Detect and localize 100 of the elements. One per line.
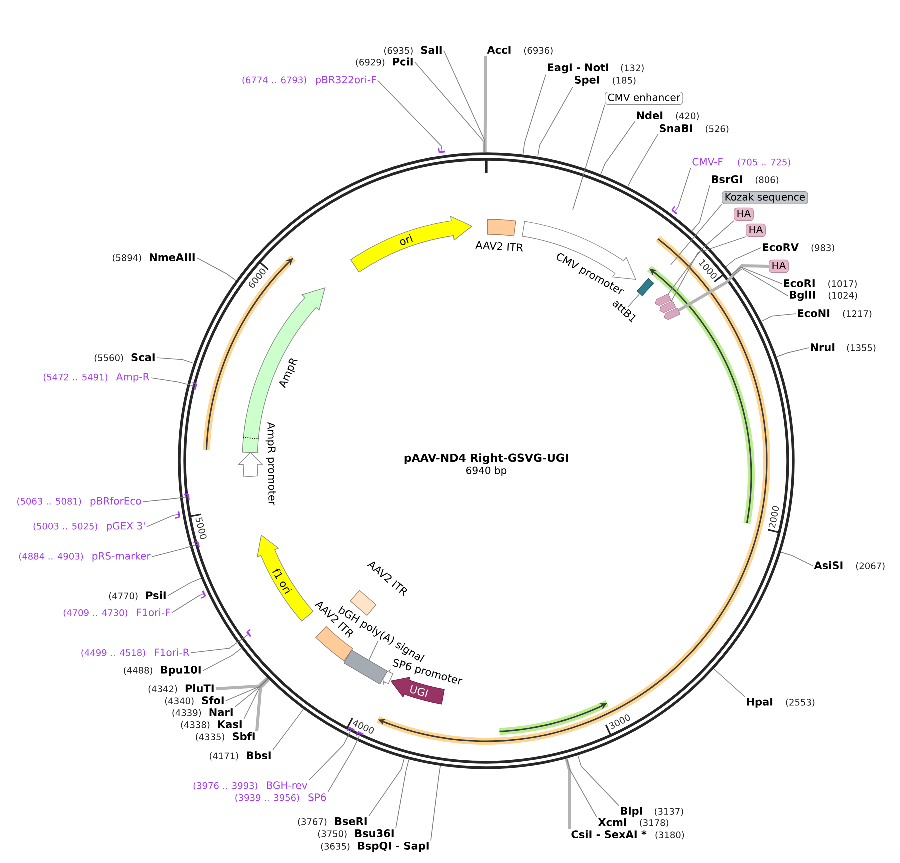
leader-line	[256, 678, 270, 732]
cut-site-label: (4340) SfoI	[165, 696, 224, 706]
leader-line	[678, 264, 770, 312]
cut-site-label: (3750) Bsu36I	[318, 830, 394, 838]
cut-site-label: BlpI (3137)	[621, 806, 684, 818]
directional-feature: ori	[350, 216, 472, 273]
leader-line	[726, 248, 762, 268]
primer-label: (5472 .. 5491) Amp-R	[44, 373, 150, 383]
primer-label: (6774 .. 6793) pBR322ori-F	[242, 76, 376, 86]
primer-label: (4884 .. 4903) pRS-marker	[19, 552, 151, 562]
leader-line	[308, 730, 352, 781]
primer-mark	[672, 206, 678, 215]
cut-site-label: XcmI (3178)	[598, 818, 668, 828]
primer-label: (4499 .. 4518) F1ori-R	[82, 648, 190, 658]
cut-site-label: (6929) PciI	[356, 58, 413, 67]
cut-site-label: (4488) Bpu10I	[124, 666, 201, 676]
tick-label: 4000	[352, 720, 374, 734]
cut-site-label: (4171) BbsI	[210, 751, 271, 761]
leader-line	[776, 348, 810, 358]
feature-tag: HA	[746, 224, 766, 238]
cut-site-label: SnaBI (526)	[660, 124, 729, 134]
primer-mark	[201, 590, 206, 599]
cut-site-label: EagI - NotI (132)	[548, 64, 644, 74]
leader-line	[670, 204, 722, 266]
directional-feature	[655, 294, 672, 306]
cut-site-label: HpaI (2553)	[747, 698, 815, 708]
leader-line	[368, 758, 405, 817]
leader-line	[146, 514, 178, 528]
feature-label: AmpR promoter	[266, 422, 276, 506]
leader-line	[761, 314, 796, 322]
leader-line	[692, 185, 710, 232]
leader-line	[226, 678, 268, 702]
leader-line	[628, 294, 640, 308]
primer-mark	[192, 382, 198, 390]
leader-line	[396, 759, 410, 829]
cut-site-label: EcoRI (1017)	[784, 280, 857, 288]
cut-site-label: BglII (1024)	[790, 290, 858, 302]
cut-site-label: NdeI (420)	[637, 111, 699, 121]
leader-line	[150, 378, 196, 387]
leader-line	[378, 80, 443, 152]
leader-line	[674, 168, 692, 212]
cut-site-label: EcoRV (983)	[763, 244, 834, 252]
leader-line	[142, 496, 188, 502]
directional-feature	[664, 308, 681, 320]
primer-mark	[346, 726, 355, 732]
cut-site-label: BsrGI (806)	[712, 176, 779, 184]
leader-line	[484, 56, 488, 152]
leader-line	[628, 134, 658, 188]
feature-tag: Kozak sequence	[722, 191, 808, 205]
primer-label: (5063 .. 5081) pBRforEco	[18, 497, 142, 507]
leader-line	[444, 50, 486, 153]
primer-mark	[246, 629, 252, 638]
tick-label: 3000	[609, 714, 630, 730]
leader-line	[565, 758, 572, 830]
feature-tag: CMV enhancer	[605, 92, 684, 106]
cut-site-label: SpeI (185)	[574, 76, 636, 86]
cut-site-label: (4339) NarI	[172, 708, 233, 718]
leader-line	[414, 62, 484, 153]
feature-box	[636, 278, 654, 296]
cut-site-label: (4338) KasI	[181, 720, 242, 730]
plasmid-name: pAAV-ND4 Right-GSVG-UGI	[404, 454, 568, 464]
cut-site-label: (5560) ScaI	[94, 354, 155, 362]
cut-site-label: (3767) BseRI	[298, 818, 367, 826]
leader-line	[156, 358, 194, 364]
primer-mark	[175, 512, 181, 519]
cut-site-label: AsiSI (2067)	[814, 561, 885, 571]
leader-line	[244, 678, 269, 720]
leader-line	[172, 594, 204, 614]
primer-label: (3976 .. 3993) BGH-rev	[194, 782, 308, 790]
cut-site-label: NruI (1355)	[811, 344, 876, 352]
leader-line	[216, 677, 269, 690]
cut-site-label: (4770) PsiI	[109, 591, 166, 601]
primer-mark	[194, 541, 200, 548]
directional-feature	[660, 300, 676, 314]
cut-site-label: (4342) PluTI	[148, 684, 214, 694]
leader-line	[572, 104, 606, 210]
cut-site-label: CsiI - SexAI * (3180)	[572, 830, 684, 840]
feature-label: AAV2 ITR	[476, 241, 524, 252]
leader-line	[600, 121, 636, 175]
cut-site-label: AccI (6936)	[487, 46, 553, 56]
leader-line	[578, 755, 620, 806]
feature-tag: HA	[734, 208, 754, 222]
leader-line	[538, 86, 574, 158]
tick-label: 2000	[768, 506, 780, 528]
leader-line	[152, 544, 198, 558]
primer-label: (4709 .. 4730) F1ori-F	[64, 608, 170, 618]
cut-site-label: (4335) SbfI	[196, 732, 255, 742]
leader-line	[196, 258, 237, 282]
leader-line	[190, 634, 249, 654]
leader-line	[732, 268, 788, 296]
leader-line	[671, 236, 746, 302]
plasmid-size: 6940 bp	[466, 466, 507, 476]
leader-line	[272, 709, 304, 751]
primer-label: CMV-F (705 .. 725)	[692, 158, 790, 167]
leader-line	[430, 766, 441, 842]
leader-line	[714, 668, 746, 698]
leader-line	[522, 74, 546, 156]
primer-label: (3939 .. 3956) SP6	[236, 794, 326, 802]
leader-line	[202, 648, 242, 672]
feature-tag: HA	[769, 260, 789, 274]
